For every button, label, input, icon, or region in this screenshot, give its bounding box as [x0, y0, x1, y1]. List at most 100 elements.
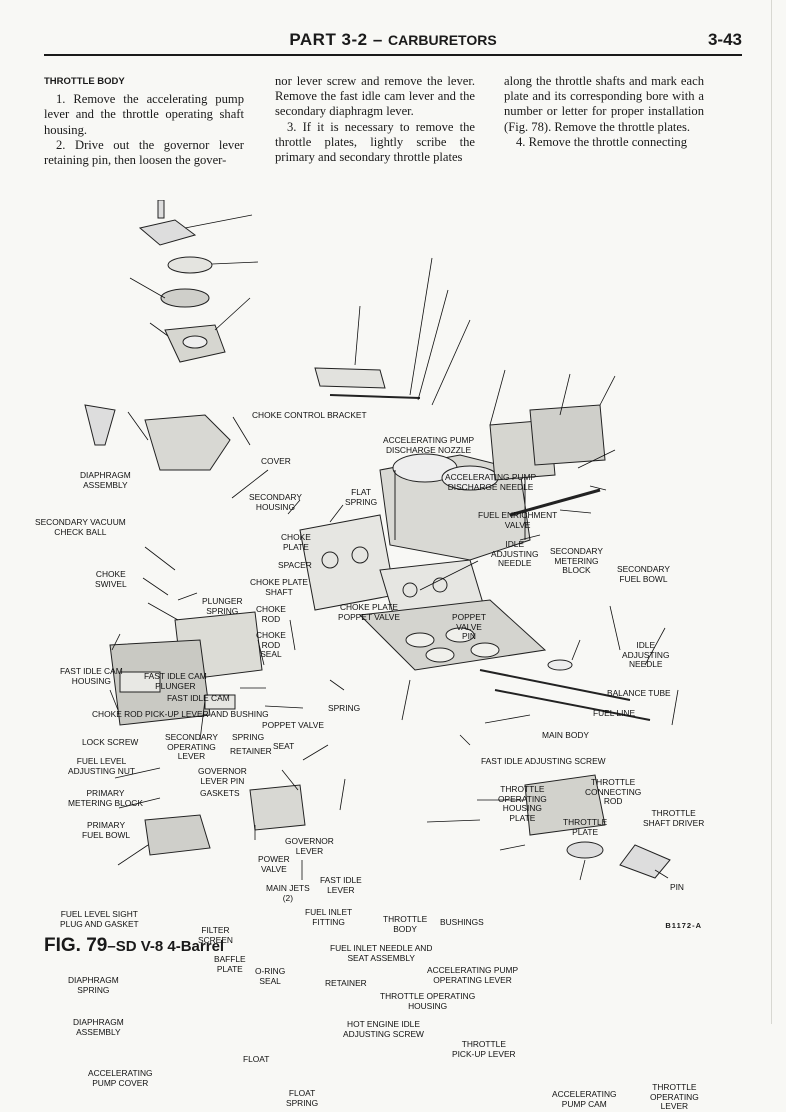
label-o-ring-seal: O-RING SEAL [255, 966, 286, 986]
label-primary-fuel-bowl: PRIMARY FUEL BOWL [82, 820, 131, 840]
label-baffle-plate: BAFFLE PLATE [214, 954, 246, 974]
label-throttle-shaft-driver: THROTTLE SHAFT DRIVER [643, 808, 705, 828]
label-throttle-plate: THROTTLE PLATE [563, 817, 608, 837]
accelerating-pump-cover-part [144, 814, 211, 856]
secondary-fuel-bowl-part [529, 404, 606, 466]
label-plunger-spring: PLUNGER SPRING [202, 596, 243, 616]
label-choke-rod: CHOKE ROD [256, 604, 286, 624]
paragraph: 3. If it is necessary to remove the thro… [275, 119, 475, 165]
label-throttle-operating-housing: THROTTLE OPERATING HOUSING [380, 991, 476, 1011]
balance-tube-part [509, 488, 601, 517]
label-accelerating-pump-discharge-needle: ACCELERATING PUMP DISCHARGE NEEDLE [445, 472, 537, 492]
choke-bracket-part [138, 200, 197, 246]
label-fast-idle-adjusting-screw: FAST IDLE ADJUSTING SCREW [481, 756, 606, 766]
fast-idle-cam-housing-part [84, 404, 231, 471]
label-secondary-fuel-bowl: SECONDARY FUEL BOWL [617, 564, 670, 584]
label-fuel-level-sight-plug: FUEL LEVEL SIGHT PLUG AND GASKET [60, 909, 139, 929]
label-choke-plate-poppet-valve: CHOKE PLATE POPPET VALVE [338, 602, 400, 622]
label-float-spring: FLOAT SPRING [286, 1088, 319, 1108]
diagram-artwork [84, 200, 679, 881]
label-fuel-level-adjusting-nut: FUEL LEVEL ADJUSTING NUT [68, 756, 135, 776]
label-retainer: RETAINER [325, 978, 367, 988]
label-throttle-operating-lever: THROTTLE OPERATING LEVER [650, 1082, 699, 1111]
label-secondary-vacuum-check-ball: SECONDARY VACUUM CHECK BALL [35, 517, 126, 537]
label-fast-idle-lever: FAST IDLE LEVER [320, 875, 362, 895]
label-fuel-line: FUEL LINE [593, 708, 636, 718]
label-bushings: BUSHINGS [440, 917, 484, 927]
label-seat: SEAT [273, 741, 295, 751]
paragraph: nor lever screw and remove the lever. Re… [275, 74, 475, 119]
label-diaphragm-assembly-lower: DIAPHRAGM ASSEMBLY [73, 1017, 124, 1037]
text-column-2: nor lever screw and remove the lever. Re… [275, 74, 475, 165]
label-cover: COVER [261, 456, 291, 466]
label-choke-rod-pickup-lever: CHOKE ROD PICK-UP LEVER AND BUSHING [92, 709, 269, 719]
label-idle-adjusting-needle-top: IDLE ADJUSTING NEEDLE [491, 539, 539, 568]
label-secondary-housing: SECONDARY HOUSING [249, 492, 302, 512]
label-diaphragm-spring: DIAPHRAGM SPRING [68, 975, 119, 995]
label-choke-rod-seal: CHOKE ROD SEAL [256, 630, 286, 659]
paragraph: 1. Remove the accelerating pump lever an… [44, 92, 244, 137]
label-secondary-metering-block: SECONDARY METERING BLOCK [550, 546, 603, 575]
label-secondary-operating-lever: SECONDARY OPERATING LEVER [165, 732, 218, 761]
label-pin: PIN [670, 882, 684, 892]
label-idle-adjusting-needle-right: IDLE ADJUSTING NEEDLE [622, 640, 670, 669]
label-fuel-inlet-fitting: FUEL INLET FITTING [305, 907, 353, 927]
primary-fuel-bowl-part [109, 639, 211, 726]
text-column-1: THROTTLE BODY 1. Remove the accelerating… [44, 74, 244, 168]
label-throttle-body: THROTTLE BODY [383, 914, 428, 934]
header-rule [44, 54, 742, 56]
throttle-operating-lever-part [619, 844, 671, 879]
main-body-part [379, 453, 531, 561]
label-fast-idle-cam: FAST IDLE CAM [167, 693, 230, 703]
cover-part [167, 256, 213, 274]
leader-lines [109, 214, 679, 881]
choke-plate-part [314, 367, 421, 399]
label-gaskets: GASKETS [200, 788, 240, 798]
label-filter-screen: FILTER SCREEN [198, 925, 233, 945]
label-poppet-valve-pin: POPPET VALVE PIN [452, 612, 486, 641]
page-number: 3-43 [707, 30, 742, 49]
throttle-body-part [358, 599, 547, 671]
label-float: FLOAT [243, 1054, 270, 1064]
label-choke-control-bracket: CHOKE CONTROL BRACKET [252, 410, 367, 420]
throttle-operating-housing-part [524, 774, 606, 836]
paragraph: 2. Drive out the governor lever retainin… [44, 137, 244, 168]
section-title: PART 3-2 – CARBURETORS [289, 30, 497, 49]
label-fuel-enrichment-valve: FUEL ENRICHMENT VALVE [478, 510, 558, 530]
page-header: PART 3-2 – CARBURETORS 3-43 [44, 30, 742, 52]
diaphragm-part [160, 288, 210, 308]
label-throttle-pickup-lever: THROTTLE PICK-UP LEVER [452, 1039, 516, 1059]
label-balance-tube: BALANCE TUBE [607, 688, 671, 698]
label-accelerating-pump-discharge-nozzle: ACCELERATING PUMP DISCHARGE NOZZLE [383, 435, 475, 455]
label-retainer-small: RETAINER [230, 746, 272, 756]
label-main-jets: MAIN JETS (2) [266, 883, 310, 903]
float-part [249, 784, 306, 831]
label-fast-idle-cam-plunger: FAST IDLE CAM PLUNGER [144, 671, 207, 691]
label-governor-lever: GOVERNOR LEVER [285, 836, 334, 856]
label-main-body: MAIN BODY [542, 730, 589, 740]
label-choke-swivel: CHOKE SWIVEL [95, 569, 127, 589]
label-flat-spring: FLAT SPRING [345, 487, 378, 507]
label-fuel-inlet-needle-seat: FUEL INLET NEEDLE AND SEAT ASSEMBLY [330, 943, 433, 963]
label-accelerating-pump-operating-lever: ACCELERATING PUMP OPERATING LEVER [427, 965, 519, 985]
secondary-housing-part [164, 324, 226, 363]
label-spacer: SPACER [278, 560, 312, 570]
label-lock-screw: LOCK SCREW [82, 737, 139, 747]
gasket-part [299, 514, 396, 611]
label-choke-plate: CHOKE PLATE [281, 532, 311, 552]
text-column-3: along the throttle shafts and mark each … [504, 74, 704, 150]
label-power-valve: POWER VALVE [258, 854, 290, 874]
label-throttle-operating-housing-plate: THROTTLE OPERATING HOUSING PLATE [498, 784, 547, 823]
label-accelerating-pump-cover: ACCELERATING PUMP COVER [88, 1068, 153, 1088]
label-spring: SPRING [328, 703, 361, 713]
label-poppet-valve: POPPET VALVE [262, 720, 324, 730]
exploded-carburetor-diagram: CHOKE CONTROL BRACKET ACCELERATING PUMP … [0, 200, 786, 1111]
paragraph: 4. Remove the throttle connecting [516, 134, 688, 149]
label-primary-metering-block: PRIMARY METERING BLOCK [68, 788, 143, 808]
section-heading: THROTTLE BODY [44, 76, 125, 87]
accelerating-pump-cam-part [566, 841, 604, 859]
label-accelerating-pump-cam: ACCELERATING PUMP CAM [552, 1089, 617, 1109]
paragraph: along the throttle shafts and mark each … [504, 74, 704, 134]
label-hot-engine-idle-adjusting-screw: HOT ENGINE IDLE ADJUSTING SCREW [343, 1019, 424, 1039]
label-choke-plate-shaft: CHOKE PLATE SHAFT [250, 577, 309, 597]
